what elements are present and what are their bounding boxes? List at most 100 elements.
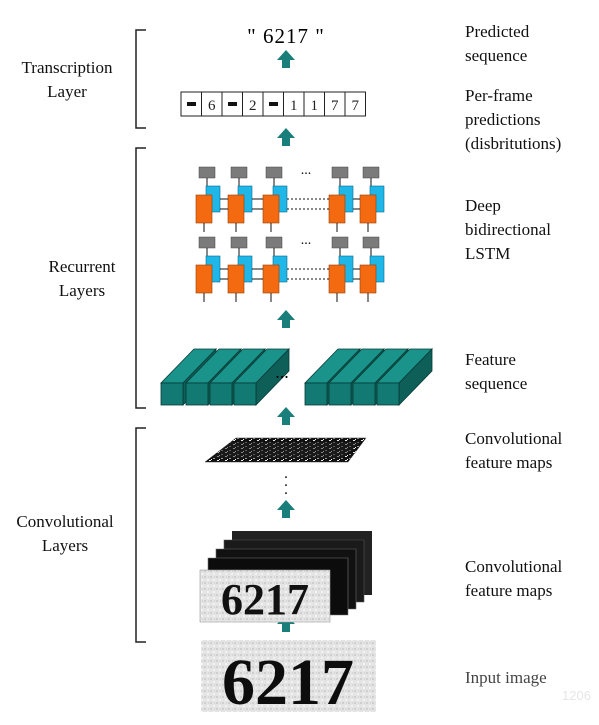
frame-cell: 6 [201,91,223,117]
frame-label: 7 [331,98,339,114]
desc-line: Feature [465,350,516,369]
desc-line: predictions [465,110,541,129]
block-front [233,382,257,406]
frame-cell [262,91,284,117]
predicted-sequence-desc: Predicted sequence [465,20,529,68]
watermark: 1206 [562,688,591,703]
output-node [198,236,216,249]
output-node [331,236,349,249]
blank-dash [228,102,237,106]
forward-cell [227,194,245,224]
frame-cell: 7 [324,91,346,117]
label-line: Layer [47,82,87,101]
predicted-sequence-text: " 6217 " [247,24,325,48]
frame-label: 1 [290,98,298,114]
desc-line: feature maps [465,453,553,472]
lstm-unit [328,236,354,302]
label-line: Recurrent [48,257,116,276]
forward-cell [195,194,213,224]
bracket-recurrent [135,147,146,409]
frame-cell: 1 [283,91,305,117]
up-arrow-icon [282,416,290,425]
feature-ellipsis: ... [275,362,289,382]
up-arrow-icon [282,137,290,146]
output-node [265,236,283,249]
forward-cell [359,264,377,294]
forward-cell [359,194,377,224]
frame-label: 7 [352,98,360,114]
output-node [265,166,283,179]
frame-cell [221,91,243,117]
per-frame-desc: Per-frame predictions (disbritutions) [465,84,561,156]
up-arrow-icon [277,128,295,138]
desc-line: Convolutional [465,557,563,576]
lstm-network: ...... [195,163,385,302]
forward-cell [195,264,213,294]
lstm-unit [227,166,253,232]
forward-cell [262,264,280,294]
block-front [352,382,376,406]
forward-cell [328,194,346,224]
label-line: Transcription [21,58,113,77]
lstm-ellipsis: ... [301,163,312,178]
output-node [230,236,248,249]
desc-line: Convolutional [465,429,563,448]
up-arrow-icon [282,319,290,328]
lstm-unit [328,166,354,232]
block-front [376,382,400,406]
desc-line: (disbritutions) [465,134,562,153]
desc-line: Deep [465,196,501,215]
transcription-layer-label: Transcription Layer [0,56,137,104]
vertical-dots: · [284,486,289,502]
block-front [160,382,184,406]
frame-box [344,91,366,117]
forward-cell [262,194,280,224]
input-digits: 6217 [222,646,354,719]
frame-cell: 1 [303,91,325,117]
up-arrow-icon [277,407,295,417]
desc-line: LSTM [465,244,511,263]
forward-cell [328,264,346,294]
label-line: Layers [58,281,106,300]
lstm-unit [262,166,288,232]
desc-line: sequence [465,46,528,65]
block-front [185,382,209,406]
frame-label: 1 [311,98,319,114]
bracket-transcription [135,29,146,129]
forward-cell [227,264,245,294]
lstm-unit [227,236,253,302]
feature-column [376,348,433,406]
convolutional-layers-label: Convolutional Layers [0,510,135,558]
output-node [230,166,248,179]
frame-label: 2 [249,98,257,114]
vertical-dots: · [284,478,289,494]
desc-line: bidirectional [465,220,551,239]
feature-column [233,348,290,406]
output-node [198,166,216,179]
lstm-unit [195,236,221,302]
frame-cell: 2 [242,91,264,117]
frame-cell [180,91,202,117]
up-arrow-icon [282,59,290,68]
lstm-unit [262,236,288,302]
output-node [362,236,380,249]
feature-sequence-desc: Feature sequence [465,348,527,396]
up-arrow-icon [277,500,295,510]
block-front [209,382,233,406]
recurrent-layers-label: Recurrent Layers [12,255,152,303]
block-front [304,382,328,406]
desc-line: sequence [465,374,528,393]
lstm-unit [195,166,221,232]
blank-dash [187,102,196,106]
up-arrow-icon [277,50,295,60]
desc-line: Predicted [465,22,530,41]
lstm-desc: Deep bidirectional LSTM [465,194,551,266]
blank-dash [269,102,278,106]
vertical-dots: · [284,470,289,486]
feature-sequence-blocks [160,348,433,406]
desc-line: Per-frame [465,86,533,105]
lstm-unit [359,166,385,232]
frame-label: 6 [208,98,216,114]
